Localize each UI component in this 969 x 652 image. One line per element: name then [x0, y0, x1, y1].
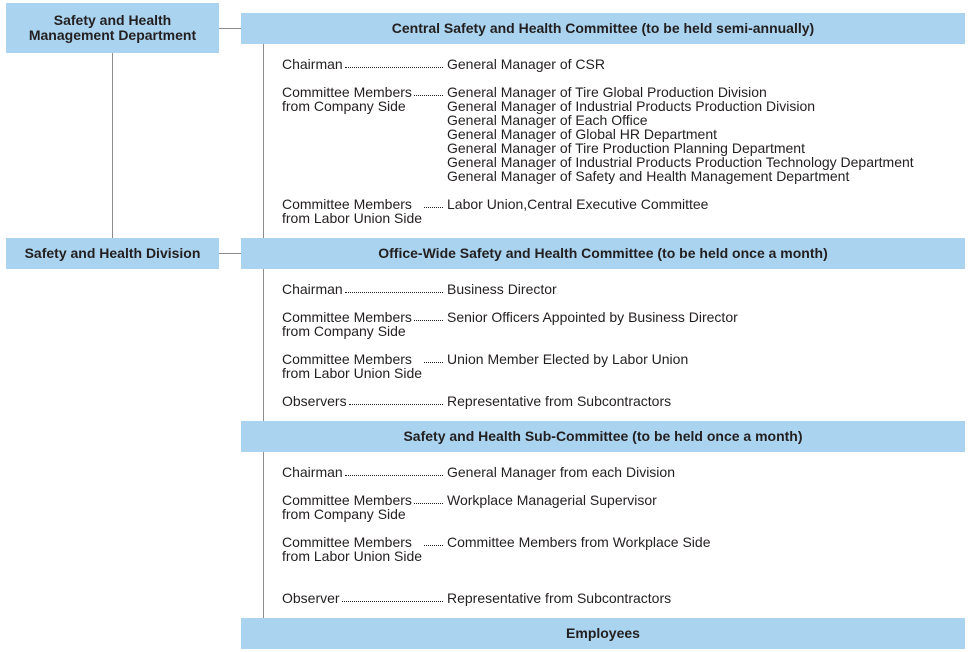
role-value: Committee Members from Workplace Side: [447, 534, 711, 550]
role-label: Committee Members from Labor Union Side: [282, 196, 423, 226]
sub-committee-header: Safety and Health Sub-Committee (to be h…: [241, 421, 965, 452]
role-label: Committee Members from Company Side: [282, 84, 412, 114]
connector-division-to-office: [219, 253, 241, 254]
role-value: General Manager of Tire Production Plann…: [447, 140, 805, 156]
role-value: General Manager of Safety and Health Man…: [447, 168, 850, 184]
role-label: Chairman: [282, 464, 343, 480]
role-value: General Manager of Industrial Products P…: [447, 154, 914, 170]
role-value: General Manager of Each Office: [447, 112, 648, 128]
role-value: General Manager of Global HR Department: [447, 126, 718, 142]
role-label: Committee Members from Labor Union Side: [282, 351, 423, 381]
connector-right-vertical: [263, 44, 264, 620]
role-value: Workplace Managerial Supervisor: [447, 492, 657, 508]
role-value: General Manager of Industrial Products P…: [447, 98, 816, 114]
role-label: Committee Members from Labor Union Side: [282, 534, 423, 564]
role-value: Business Director: [447, 281, 557, 297]
employees-box: Employees: [241, 618, 965, 649]
role-value: Union Member Elected by Labor Union: [447, 351, 689, 367]
role-value: Labor Union,Central Executive Committee: [447, 196, 709, 212]
division-box: Safety and Health Division: [6, 238, 219, 269]
role-label: Committee Members from Company Side: [282, 309, 412, 339]
role-label: Observer: [282, 590, 340, 606]
role-label: Observers: [282, 393, 347, 409]
management-department-box: Safety and Health Management Department: [6, 3, 219, 53]
role-label: Chairman: [282, 56, 343, 72]
role-value: Representative from Subcontractors: [447, 393, 672, 409]
role-value: General Manager of Tire Global Productio…: [447, 84, 767, 100]
office-wide-committee-header: Office-Wide Safety and Health Committee …: [241, 238, 965, 269]
role-value: General Manager from each Division: [447, 464, 675, 480]
connector-dept-to-central: [219, 28, 241, 29]
role-value: Senior Officers Appointed by Business Di…: [447, 309, 738, 325]
role-label: Committee Members from Company Side: [282, 492, 412, 522]
role-value: Representative from Subcontractors: [447, 590, 672, 606]
role-label: Chairman: [282, 281, 343, 297]
central-committee-header: Central Safety and Health Committee (to …: [241, 13, 965, 44]
role-value: General Manager of CSR: [447, 56, 605, 72]
connector-left-vertical: [112, 53, 113, 239]
